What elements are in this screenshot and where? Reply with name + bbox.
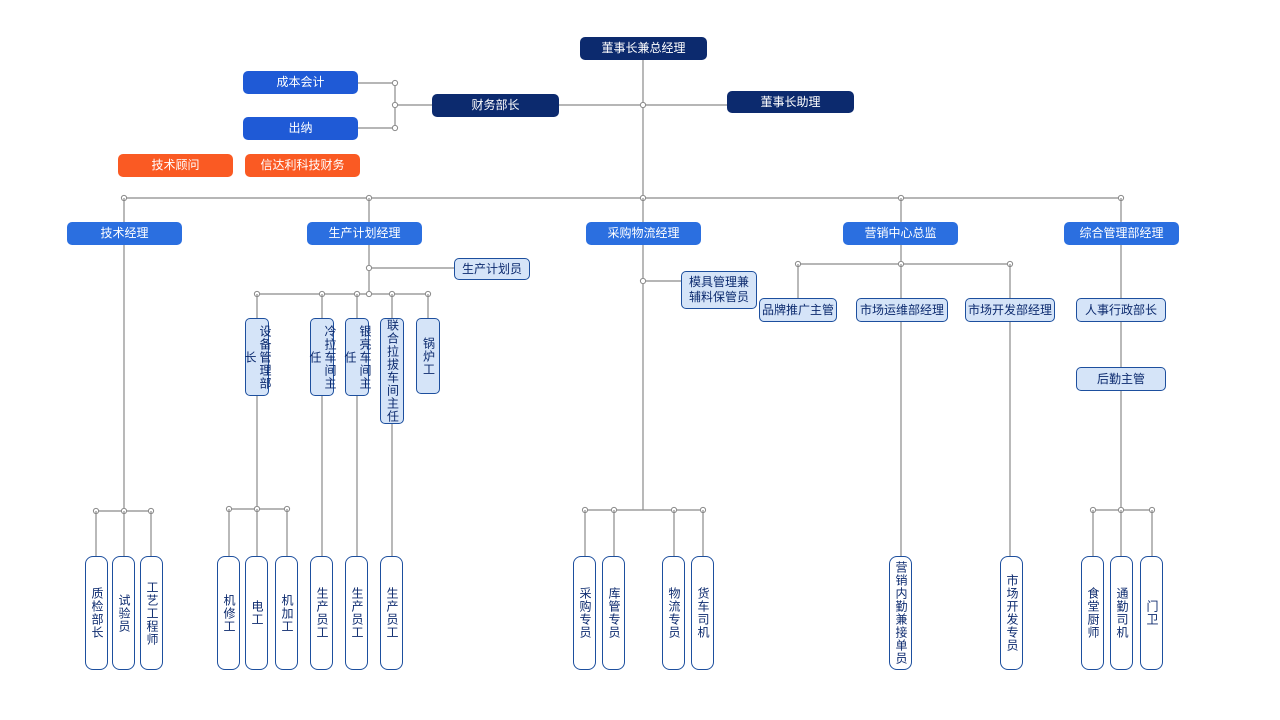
node-warehouse-keeper: 库管专员 — [602, 556, 625, 670]
junction-dot — [639, 101, 647, 109]
node-commute-driver: 通勤司机 — [1110, 556, 1133, 670]
node-assistant: 董事长助理 — [727, 91, 854, 113]
node-equipment-head: 设备管理部长 — [243, 318, 272, 396]
node-prod-worker-3: 生产员工 — [380, 556, 403, 670]
node-tech-advisor: 技术顾问 — [118, 154, 233, 177]
junction-dot — [365, 264, 373, 272]
node-logistics-specialist: 物流专员 — [662, 556, 685, 670]
node-prod-worker-2: 生产员工 — [345, 556, 368, 670]
junction-dot — [365, 290, 373, 298]
node-cashier: 出纳 — [243, 117, 358, 140]
junction-dot — [391, 101, 399, 109]
node-cost-accountant: 成本会计 — [243, 71, 358, 94]
node-tech-manager: 技术经理 — [67, 222, 182, 245]
node-boiler-worker: 锅炉工 — [416, 318, 440, 394]
node-combined-supervisor: 联合拉拔车间主任 — [380, 318, 404, 424]
node-hr-head: 人事行政部长 — [1076, 298, 1166, 322]
node-market-ops-manager: 市场运维部经理 — [856, 298, 948, 322]
node-purchasing-manager: 采购物流经理 — [586, 222, 701, 245]
node-market-dev-manager: 市场开发部经理 — [965, 298, 1055, 322]
node-marketing-director: 营销中心总监 — [843, 222, 958, 245]
node-process-engineer: 工艺工程师 — [140, 556, 163, 670]
node-cold-draw-supervisor: 冷拉车间主任 — [308, 318, 337, 396]
node-purchaser: 采购专员 — [573, 556, 596, 670]
node-electrician: 电工 — [245, 556, 268, 670]
node-bright-supervisor: 银亮车间主任 — [343, 318, 372, 396]
node-tester: 试验员 — [112, 556, 135, 670]
node-truck-driver: 货车司机 — [691, 556, 714, 670]
junction-dot — [391, 124, 399, 132]
junction-dot — [391, 79, 399, 87]
node-brand-supervisor: 品牌推广主管 — [759, 298, 837, 322]
node-sales-order-clerk: 营销内勤兼接单员 — [889, 556, 912, 670]
node-prod-worker-1: 生产员工 — [310, 556, 333, 670]
node-production-planner: 生产计划员 — [454, 258, 530, 280]
node-canteen-chef: 食堂厨师 — [1081, 556, 1104, 670]
node-market-dev-specialist: 市场开发专员 — [1000, 556, 1023, 670]
node-finance-head: 财务部长 — [432, 94, 559, 117]
junction-dot — [639, 277, 647, 285]
node-xindali-finance: 信达利科技财务 — [245, 154, 360, 177]
node-qc-head: 质检部长 — [85, 556, 108, 670]
node-logistics-supervisor: 后勤主管 — [1076, 367, 1166, 391]
node-mold-keeper: 模具管理兼辅料保管员 — [681, 271, 757, 309]
node-production-manager: 生产计划经理 — [307, 222, 422, 245]
node-machinist: 机加工 — [275, 556, 298, 670]
node-repair-worker: 机修工 — [217, 556, 240, 670]
node-general-admin-manager: 综合管理部经理 — [1064, 222, 1179, 245]
node-guard: 门卫 — [1140, 556, 1163, 670]
node-ceo: 董事长兼总经理 — [580, 37, 707, 60]
